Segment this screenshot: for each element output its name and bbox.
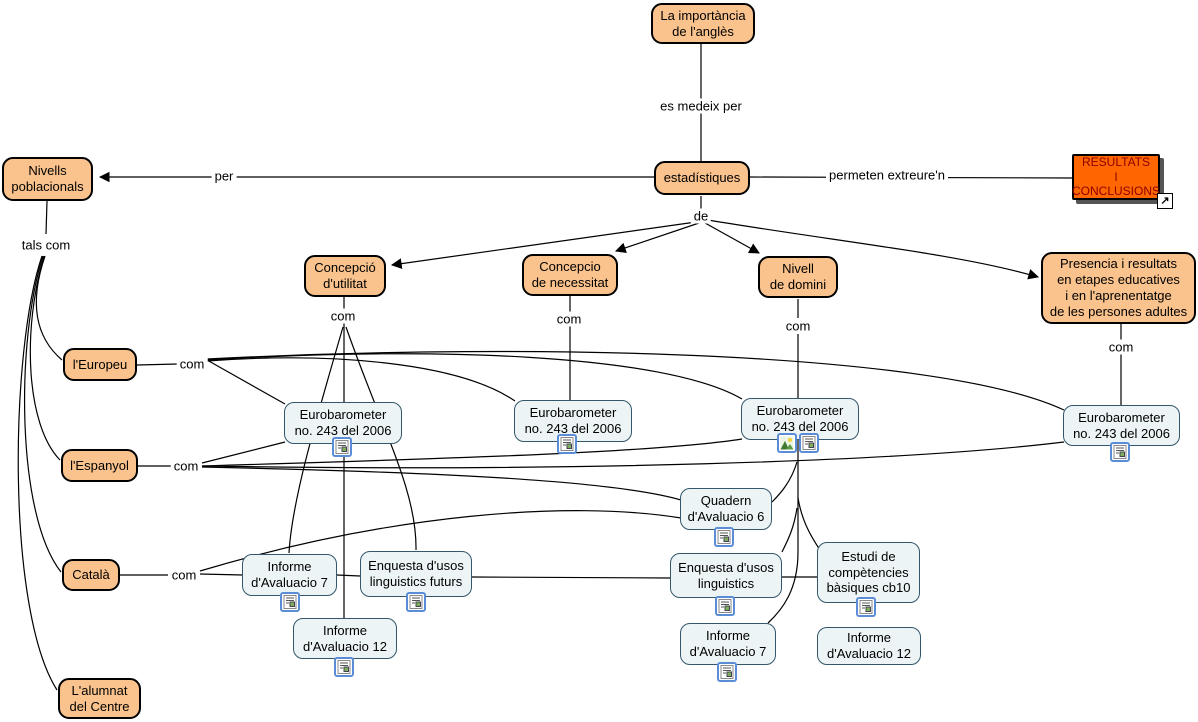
document-resource-icon[interactable] [715,596,735,616]
concept-node-importancia-angles[interactable]: La importància de l'anglès [651,3,755,44]
linking-phrase-tals-com: tals com [18,237,74,253]
linking-phrase-per: per [211,168,237,184]
study-node-eurobarometer-2[interactable]: Eurobarometer no. 243 del 2006 [514,400,632,442]
document-resource-icon[interactable] [557,434,577,454]
study-node-informe-avaluacio-7-left[interactable]: Informe d'Avaluacio 7 [242,554,337,596]
concept-node-espanyol[interactable]: l'Espanyol [61,449,138,482]
node-label: Eurobarometer no. 243 del 2006 [751,403,849,434]
study-node-informe-avaluacio-7-bottom[interactable]: Informe d'Avaluacio 7 [680,623,776,665]
linking-phrase-com-necessitat: com [553,311,585,327]
document-resource-icon[interactable] [799,433,819,453]
study-node-enquesta-usos[interactable]: Enquesta d'usos linguistics [670,553,782,598]
concept-node-concepcio-utilitat[interactable]: Concepció d'utilitat [304,255,386,297]
document-resource-icon[interactable] [334,657,354,677]
document-resource-icon[interactable] [714,527,734,547]
node-label: l'Espanyol [70,457,129,473]
concept-node-nivell-domini[interactable]: Nivell de domini [758,256,838,298]
linking-phrase-com-domini: com [782,318,814,334]
concept-node-resultats-conclusions[interactable]: RESULTATS I CONCLUSIONS [1072,154,1160,200]
node-label: Informe d'Avaluacio 7 [689,628,767,659]
node-label: Concepció d'utilitat [314,260,376,291]
node-label: Eurobarometer no. 243 del 2006 [1073,409,1170,441]
node-label: l'Europeu [72,356,128,372]
study-node-informe-avaluacio-12-right[interactable]: Informe d'Avaluacio 12 [817,627,921,665]
concept-node-presencia-resultats[interactable]: Presencia i resultats en etapes educativ… [1041,252,1196,324]
study-node-eurobarometer-4[interactable]: Eurobarometer no. 243 del 2006 [1063,405,1180,446]
concept-node-nivells-poblacionals[interactable]: Nivells poblacionals [2,157,93,201]
linking-phrase-com-europeu: com [176,356,208,372]
image-resource-icon[interactable] [777,433,797,453]
concept-node-alumnat-centre[interactable]: L'alumnat del Centre [58,678,141,719]
document-resource-icon[interactable] [856,597,876,617]
linking-phrase-com-espanyol: com [170,458,202,474]
linking-phrase-de: de [690,208,712,224]
concept-node-concepcio-necessitat[interactable]: Concepcio de necessitat [522,254,618,296]
node-label: L'alumnat del Centre [69,682,130,714]
node-label: estadístiques [663,170,741,186]
study-node-estudi-cb10[interactable]: Estudi de compètencies bàsiques cb10 [817,542,920,603]
node-label: Nivells poblacionals [11,163,84,194]
study-node-enquesta-usos-futurs[interactable]: Enquesta d'usos linguistics futurs [360,551,472,597]
concept-node-estadistiques[interactable]: estadístiques [654,161,750,195]
node-label: Informe d'Avaluacio 12 [827,630,911,661]
linking-phrase-com-presencia: com [1105,339,1137,355]
node-label: Estudi de compètencies bàsiques cb10 [826,548,911,596]
concept-node-europeu[interactable]: l'Europeu [63,348,137,381]
node-label: Concepcio de necessitat [531,259,609,290]
concept-node-catala[interactable]: Català [62,559,120,591]
node-label: Català [72,567,110,583]
node-label: RESULTATS I CONCLUSIONS [1072,155,1161,199]
node-label: Enquesta d'usos linguistics futurs [368,558,464,589]
node-label: La importància de l'anglès [660,7,746,39]
linking-phrase-es-medeix-per: es medeix per [657,98,745,114]
document-resource-icon[interactable] [280,592,300,612]
open-link-icon[interactable]: ↗ [1157,193,1173,209]
linking-phrase-com-utilitat: com [327,308,359,324]
node-label: Enquesta d'usos linguistics [678,559,774,591]
node-label: Informe d'Avaluacio 7 [251,559,328,590]
node-label: Informe d'Avaluacio 12 [303,622,387,654]
document-resource-icon[interactable] [406,592,426,612]
document-resource-icon[interactable] [1110,442,1130,462]
node-label: Presencia i resultats en etapes educativ… [1049,256,1188,319]
study-node-informe-avaluacio-12-left[interactable]: Informe d'Avaluacio 12 [293,618,397,659]
node-label: Quadern d'Avaluacio 6 [687,493,765,524]
document-resource-icon[interactable] [332,437,352,457]
linking-phrase-com-catala: com [168,567,200,583]
linking-phrase-permeten-extreure: permeten extreure'n [826,167,948,183]
node-label: Eurobarometer no. 243 del 2006 [294,407,392,438]
node-label: Eurobarometer no. 243 del 2006 [524,405,622,436]
open-link-glyph: ↗ [1160,194,1170,207]
document-resource-icon[interactable] [717,662,737,682]
node-label: Nivell de domini [769,261,827,292]
study-node-quadern-avaluacio-6[interactable]: Quadern d'Avaluacio 6 [680,488,772,530]
